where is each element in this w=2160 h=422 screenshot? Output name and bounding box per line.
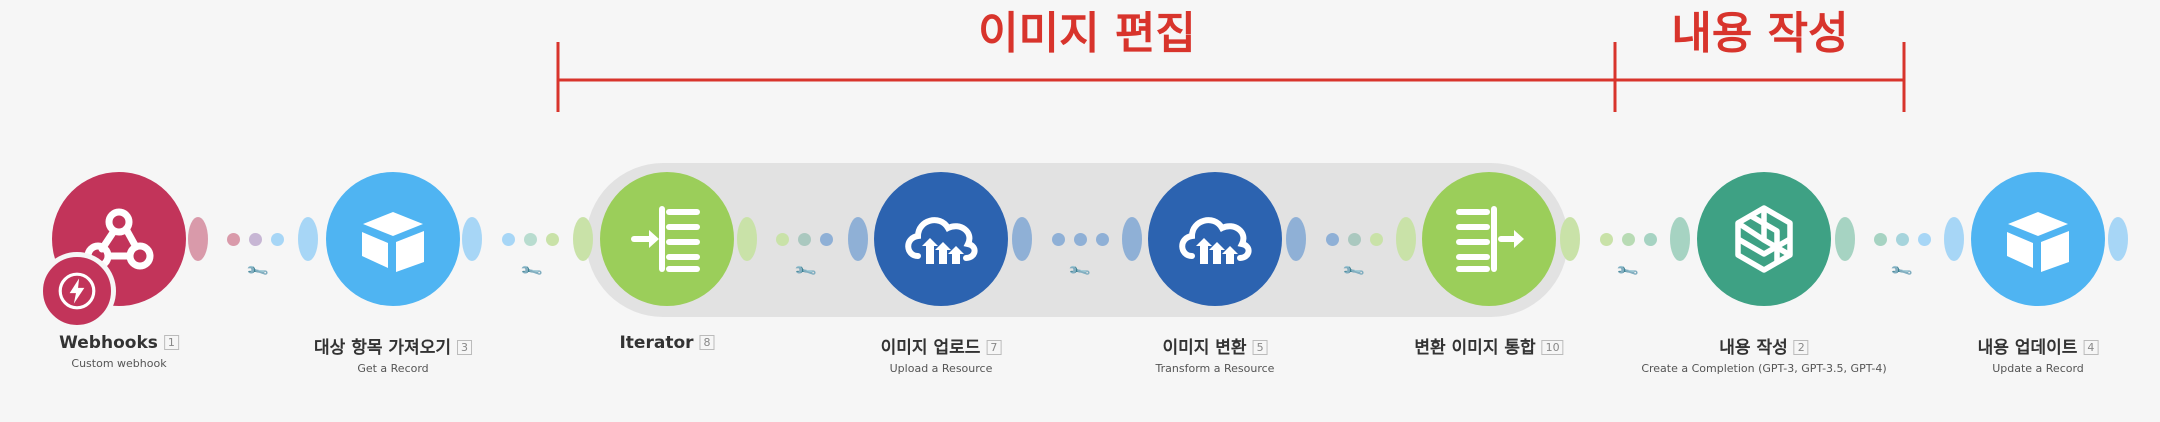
write-content-section-label: 내용 작성 — [1671, 8, 1849, 59]
module-subtitle: Transform a Resource — [1155, 362, 1275, 375]
module-subtitle: Get a Record — [357, 362, 429, 375]
module-number: 5 — [1252, 340, 1268, 355]
module-connector — [1835, 217, 1855, 261]
module-connector — [462, 217, 482, 261]
module-title: Webhooks — [59, 333, 158, 353]
module-update-record[interactable] — [1971, 172, 2105, 306]
module-subtitle: Create a Completion (GPT-3, GPT-3.5, GPT… — [1641, 362, 1887, 375]
module-subtitle: Upload a Resource — [889, 362, 993, 375]
module-label-update-record: 내용 업데이트 4 Update a Record — [1978, 333, 2099, 375]
module-openai[interactable] — [1697, 172, 1831, 306]
module-number: 10 — [1541, 340, 1564, 355]
module-connector — [2108, 217, 2128, 261]
module-connector — [573, 217, 593, 261]
module-number: 4 — [2083, 340, 2099, 355]
module-label-webhooks: Webhooks 1 Custom webhook — [59, 333, 179, 370]
module-title: 변환 이미지 통합 — [1414, 338, 1536, 358]
module-number: 2 — [1793, 340, 1809, 355]
image-edit-section-label: 이미지 편집 — [978, 8, 1196, 59]
module-title: 내용 작성 — [1719, 338, 1788, 358]
module-subtitle: Custom webhook — [71, 357, 167, 370]
iterator-icon — [631, 206, 700, 272]
module-transform-image[interactable] — [1148, 172, 1282, 306]
lightning-icon — [58, 272, 96, 310]
module-get-record[interactable] — [326, 172, 460, 306]
module-title: 내용 업데이트 — [1977, 338, 2078, 358]
module-number: 7 — [986, 340, 1002, 355]
module-connector — [1670, 217, 1690, 261]
module-label-openai: 내용 작성 2 Create a Completion (GPT-3, GPT-3… — [1641, 333, 1886, 375]
module-title: 이미지 변환 — [1162, 338, 1247, 358]
module-title: Iterator — [619, 333, 694, 353]
module-connector — [1560, 217, 1580, 261]
module-connector — [737, 217, 757, 261]
module-label-aggregator: 변환 이미지 통합 10 — [1414, 333, 1564, 362]
module-title: 이미지 업로드 — [880, 338, 981, 358]
module-label-iterator: Iterator 8 — [619, 333, 715, 357]
module-label-get-record: 대상 항목 가져오기 3 Get a Record — [314, 333, 472, 375]
module-number: 3 — [456, 340, 472, 355]
module-webhooks[interactable] — [52, 172, 186, 306]
module-label-transform-image: 이미지 변환 5 Transform a Resource — [1156, 333, 1275, 375]
trigger-badge[interactable] — [38, 252, 116, 330]
module-connector — [1286, 217, 1306, 261]
module-subtitle: Update a Record — [1992, 362, 2084, 375]
module-connector — [298, 217, 318, 261]
cloudinary-icon — [905, 217, 978, 264]
airtable-icon — [2007, 212, 2069, 272]
module-number: 1 — [163, 335, 179, 350]
module-connector — [848, 217, 868, 261]
openai-icon — [1735, 205, 1793, 273]
module-aggregator[interactable] — [1422, 172, 1556, 306]
airtable-icon — [362, 212, 424, 272]
module-connector — [188, 217, 208, 261]
module-title: 대상 항목 가져오기 — [314, 338, 451, 358]
aggregator-icon — [1456, 206, 1524, 272]
cloudinary-icon — [1179, 217, 1252, 264]
module-connector — [1944, 217, 1964, 261]
module-label-upload-image: 이미지 업로드 7 Upload a Resource — [881, 333, 1002, 375]
module-connector — [1396, 217, 1416, 261]
module-connector — [1122, 217, 1142, 261]
module-iterator[interactable] — [600, 172, 734, 306]
module-connector — [1012, 217, 1032, 261]
module-number: 8 — [699, 335, 715, 350]
module-upload-image[interactable] — [874, 172, 1008, 306]
